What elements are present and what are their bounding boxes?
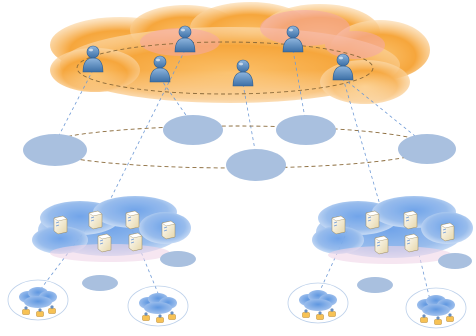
user-icon[interactable] bbox=[282, 25, 304, 53]
device-icon bbox=[434, 316, 442, 325]
super-node-ring bbox=[23, 115, 456, 181]
server-icon[interactable] bbox=[374, 235, 389, 255]
edge-cluster bbox=[287, 282, 349, 324]
user-icon[interactable] bbox=[332, 53, 354, 81]
server-icon[interactable] bbox=[331, 215, 346, 235]
server-icon[interactable] bbox=[128, 232, 143, 252]
user-icon[interactable] bbox=[232, 59, 254, 87]
super-node[interactable] bbox=[357, 277, 393, 293]
server-icon[interactable] bbox=[440, 222, 455, 242]
server-icon[interactable] bbox=[53, 215, 68, 235]
server-icon[interactable] bbox=[125, 210, 140, 230]
device-icon bbox=[168, 311, 176, 320]
cloud-icon bbox=[417, 295, 455, 316]
super-node[interactable] bbox=[160, 251, 196, 267]
server-icon[interactable] bbox=[161, 220, 176, 240]
edge-cluster bbox=[127, 285, 189, 327]
user-icon[interactable] bbox=[149, 55, 171, 83]
server-icon[interactable] bbox=[88, 210, 103, 230]
edge-cluster-group bbox=[7, 279, 467, 329]
device-icon bbox=[420, 314, 428, 323]
server-icon[interactable] bbox=[404, 233, 419, 253]
device-icon bbox=[142, 312, 150, 321]
server-cloud-right bbox=[312, 196, 473, 293]
server-icon[interactable] bbox=[97, 233, 112, 253]
user-icon[interactable] bbox=[82, 45, 104, 73]
cloud-icon bbox=[299, 290, 337, 311]
super-node[interactable] bbox=[23, 134, 87, 166]
device-icon bbox=[302, 309, 310, 318]
super-node[interactable] bbox=[438, 253, 472, 269]
user-icon[interactable] bbox=[174, 25, 196, 53]
server-icon[interactable] bbox=[403, 210, 418, 230]
cloud-icon bbox=[19, 287, 57, 308]
device-icon bbox=[328, 308, 336, 317]
super-node[interactable] bbox=[82, 275, 118, 291]
server-cloud-left bbox=[32, 196, 196, 291]
server-icon[interactable] bbox=[365, 210, 380, 230]
edge-cluster bbox=[7, 279, 69, 321]
device-icon bbox=[36, 308, 44, 317]
device-icon bbox=[22, 306, 30, 315]
super-node[interactable] bbox=[163, 115, 223, 145]
super-node[interactable] bbox=[276, 115, 336, 145]
edge-cluster bbox=[405, 287, 467, 329]
super-node[interactable] bbox=[226, 149, 286, 181]
device-icon bbox=[446, 313, 454, 322]
device-icon bbox=[156, 314, 164, 323]
server-group bbox=[53, 210, 455, 255]
device-icon bbox=[48, 305, 56, 314]
super-node[interactable] bbox=[398, 134, 456, 164]
device-icon bbox=[316, 311, 324, 320]
cloud-icon bbox=[139, 293, 177, 314]
user-ring bbox=[76, 41, 374, 95]
user-group bbox=[82, 25, 354, 87]
